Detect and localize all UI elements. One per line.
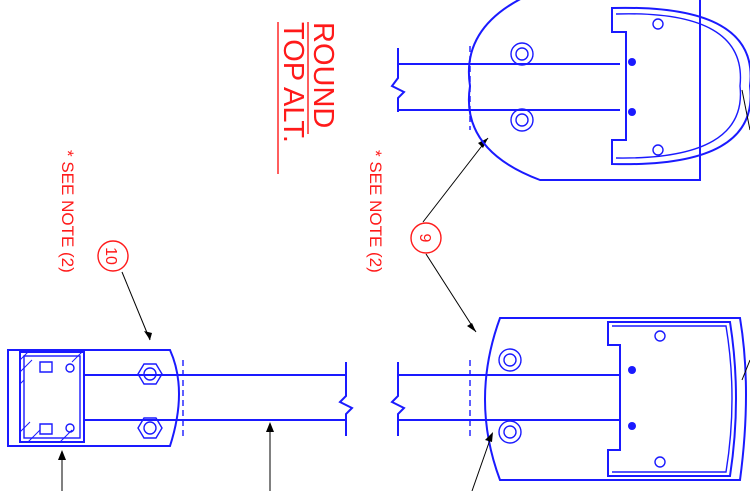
square-right-tab-top — [628, 366, 636, 374]
balloon-9-circle — [410, 222, 442, 254]
square-profile-right-inner — [612, 325, 733, 473]
title-line-1: ROUND — [307, 22, 339, 128]
balloon-10-circle — [97, 240, 129, 272]
round-top-assembly — [390, 0, 750, 181]
bolt-round-top — [510, 42, 534, 66]
break-line-right-upper — [390, 48, 406, 112]
title-line-2: TOP ALT. — [277, 22, 309, 143]
note-left-text: * SEE NOTE (2) — [58, 150, 77, 273]
break-line-right-lower — [390, 362, 406, 436]
note-right: * SEE NOTE (2) — [366, 150, 385, 273]
square-profile-outer — [19, 351, 85, 443]
square-right-screw-bottom — [654, 456, 666, 468]
leader-bottom-1-arrowhead — [58, 450, 66, 460]
square-profile-inner — [23, 355, 81, 439]
square-top-right-assembly — [390, 317, 747, 481]
leader-9-lower — [425, 253, 477, 333]
leader-round-right — [741, 89, 750, 131]
leader-10-arrowhead — [144, 331, 152, 340]
end-plate-right-lower — [484, 317, 747, 481]
note-right-text: * SEE NOTE (2) — [366, 150, 385, 273]
square-right-tab-bottom — [628, 422, 636, 430]
bottom-leaders — [58, 359, 750, 491]
leader-bottom-2-arrowhead — [266, 422, 274, 432]
balloon-9: 9 — [410, 137, 489, 333]
square-profile-hatch — [19, 351, 83, 443]
round-screw-bottom — [652, 144, 664, 156]
round-tab-bottom — [628, 108, 636, 116]
balloon-10-label: 10 — [102, 247, 119, 265]
square-screw-bottom — [65, 423, 75, 433]
square-top-left-assembly — [7, 349, 354, 447]
leader-9-lower-arrowhead — [467, 323, 476, 332]
note-left: * SEE NOTE (2) — [58, 150, 77, 273]
square-profile-right-outer — [607, 321, 737, 477]
bolt-round-bottom — [510, 108, 534, 132]
bolt-left-bottom — [137, 417, 163, 439]
round-profile-inner — [615, 13, 742, 159]
square-screw-top — [65, 363, 75, 373]
bolt-right-lower-top — [498, 348, 522, 372]
round-tab-top — [628, 58, 636, 66]
leader-bottom-3-arrowhead — [485, 432, 493, 442]
square-slot-top-left — [39, 361, 53, 373]
round-screw-top — [652, 18, 664, 30]
square-right-screw-top — [654, 330, 666, 342]
balloon-9-label: 9 — [416, 234, 433, 243]
end-plate-left — [7, 349, 180, 447]
balloon-10: 10 — [97, 240, 152, 341]
leader-bottom-3 — [471, 433, 493, 491]
bolt-right-lower-bottom — [498, 420, 522, 444]
leader-10 — [121, 271, 151, 341]
leader-bottom-4 — [741, 359, 750, 381]
round-profile-outer — [611, 6, 750, 166]
end-plate-round — [467, 0, 701, 181]
title-block: ROUND TOP ALT. — [277, 22, 339, 174]
break-line-left — [338, 362, 354, 436]
square-slot-bottom-left — [39, 423, 53, 435]
leader-9-upper — [422, 137, 489, 223]
